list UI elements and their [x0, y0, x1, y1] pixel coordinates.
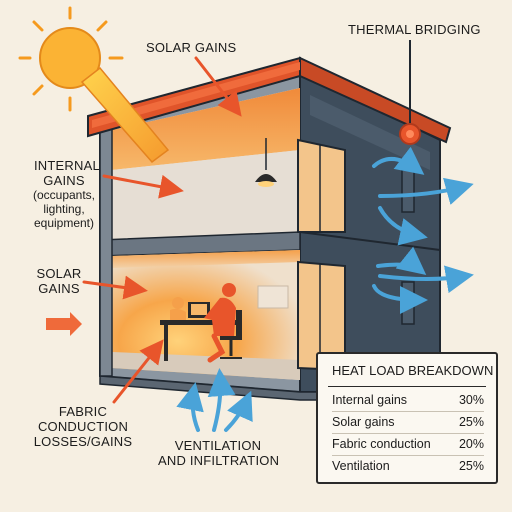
- label-internal-gains: INTERNAL GAINS: [34, 158, 100, 188]
- row-separator: [332, 433, 484, 434]
- label-solar-gains-left: SOLAR GAINS: [36, 266, 82, 296]
- sun-icon: [18, 6, 124, 112]
- row-value: 20%: [458, 437, 484, 451]
- row-value: 25%: [458, 415, 484, 429]
- row-separator: [332, 411, 484, 412]
- arrow-solar-top: [194, 56, 242, 117]
- row-value: 30%: [458, 393, 484, 407]
- row-value: 25%: [458, 459, 484, 473]
- table-divider: [328, 386, 486, 387]
- outside-heat-arrow: [46, 312, 82, 336]
- wall-frame: [257, 285, 289, 309]
- row-name: Ventilation: [332, 459, 390, 473]
- person-at-desk-icon: [160, 283, 242, 363]
- label-thermal-bridging: THERMAL BRIDGING: [348, 22, 481, 37]
- pendant-lamp-icon: [255, 138, 277, 187]
- row-name: Internal gains: [332, 393, 408, 407]
- arrow-fabric: [112, 339, 164, 404]
- thermal-bridge-marker-icon: [399, 40, 421, 145]
- heat-gain-arrows: [82, 56, 242, 404]
- arrow-solar-left: [82, 275, 148, 300]
- table-row: Solar gains 25%: [332, 412, 484, 434]
- heat-loss-arrows: [176, 146, 474, 432]
- label-internal-gains-detail: (occupants, lighting, equipment): [32, 188, 96, 230]
- row-name: Solar gains: [332, 415, 395, 429]
- label-ventilation: VENTILATION AND INFILTRATION: [158, 438, 280, 468]
- row-name: Fabric conduction: [332, 437, 431, 451]
- table-row: Ventilation 25%: [332, 456, 484, 478]
- label-fabric-conduction: FABRIC CONDUCTION LOSSES/GAINS: [33, 404, 133, 449]
- heat-load-breakdown-table: HEAT LOAD BREAKDOWN Internal gains 30% S…: [316, 352, 498, 484]
- table-row: Fabric conduction 20%: [332, 434, 484, 456]
- label-solar-gains-top: SOLAR GAINS: [146, 40, 237, 55]
- table-title: HEAT LOAD BREAKDOWN: [332, 363, 494, 378]
- arrow-internal: [102, 174, 184, 199]
- table-row: Internal gains 30%: [332, 390, 484, 412]
- row-separator: [332, 455, 484, 456]
- solar-beam: [80, 66, 170, 164]
